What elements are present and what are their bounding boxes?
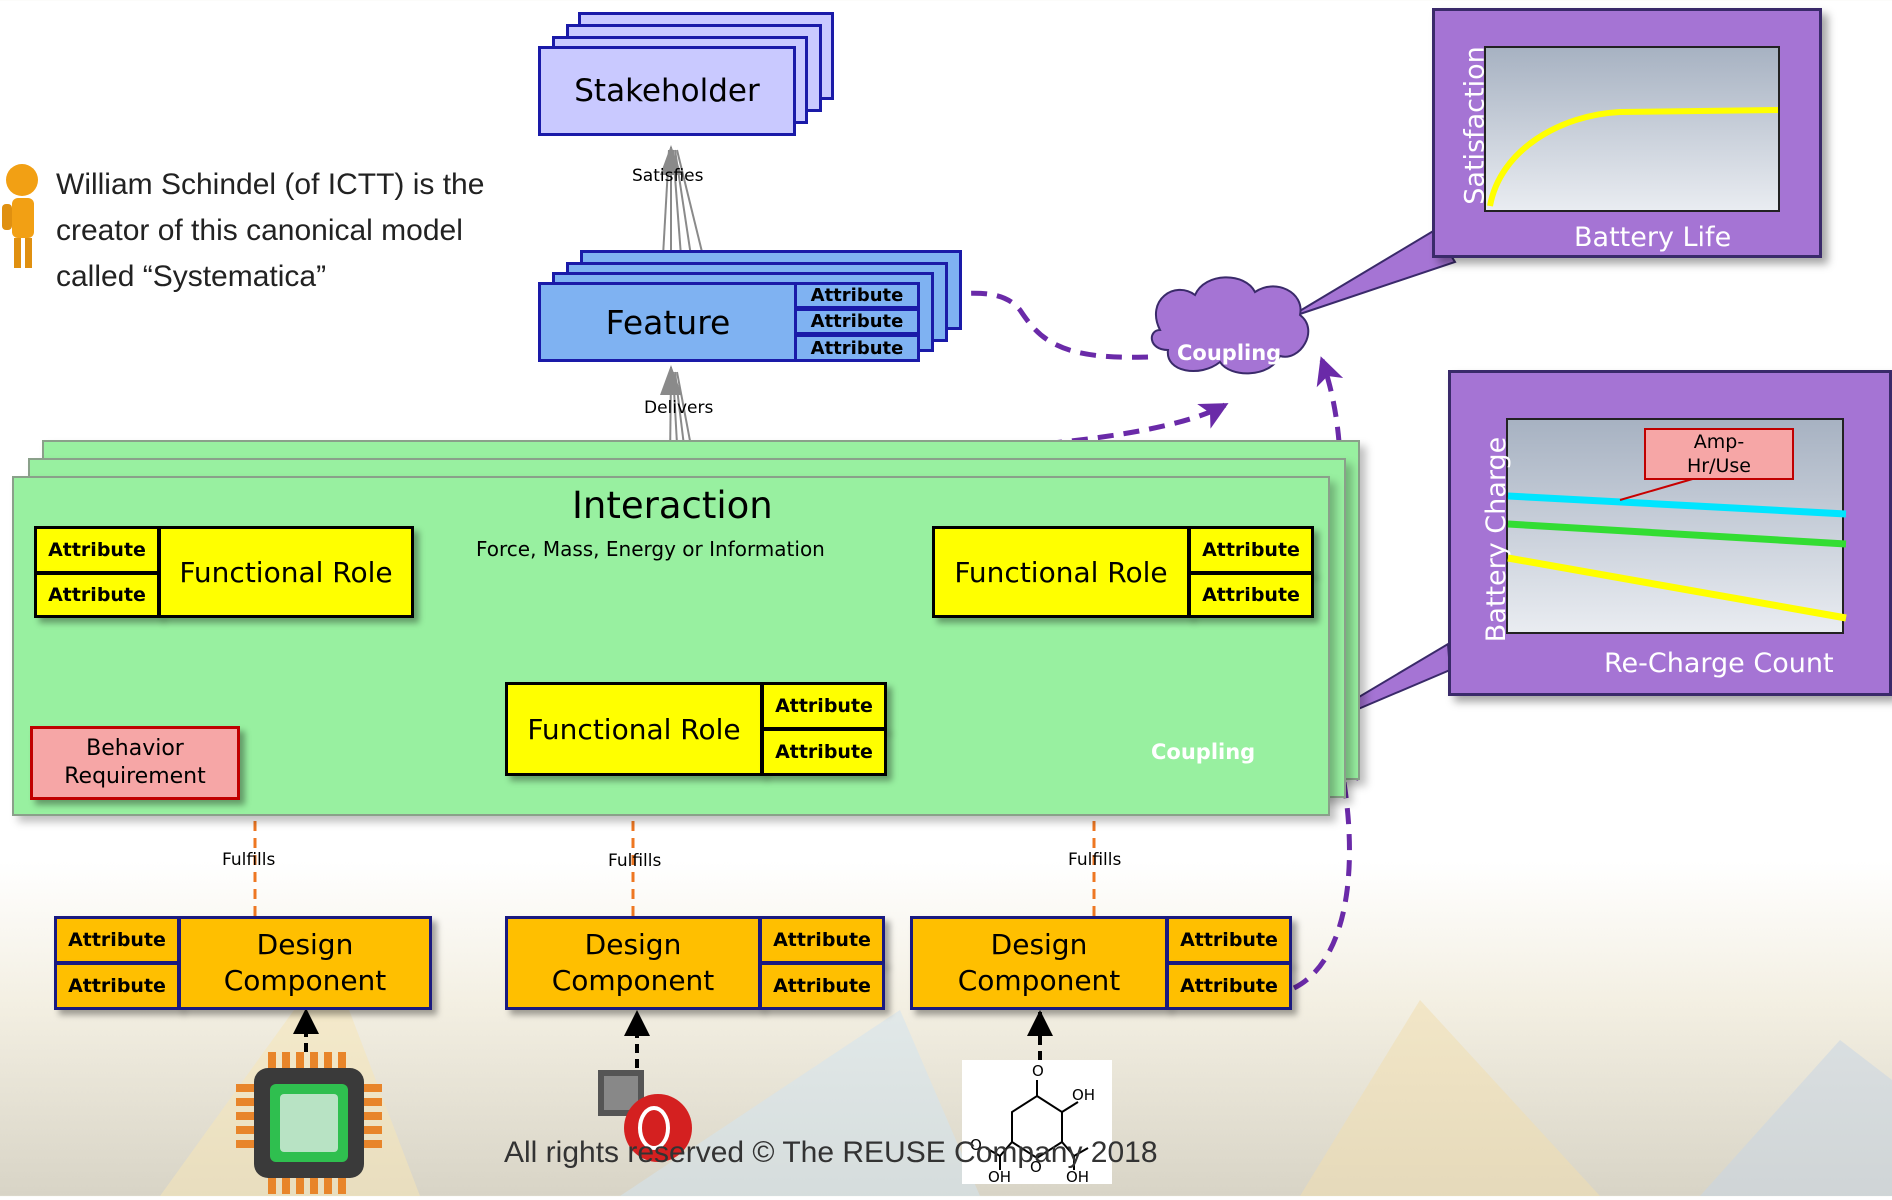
component1-line1: Design bbox=[256, 928, 354, 961]
component1-attribute-2[interactable]: Attribute bbox=[54, 962, 180, 1010]
flow-label: Force, Mass, Energy or Information bbox=[476, 537, 825, 561]
feature-attribute-1[interactable]: Attribute bbox=[794, 282, 920, 309]
delivers-label: Delivers bbox=[644, 398, 714, 418]
molecule-oh-right: OH bbox=[1072, 1086, 1095, 1104]
fulfills-label-1: Fulfills bbox=[222, 850, 276, 870]
battery-xlabel: Re-Charge Count bbox=[1604, 648, 1834, 679]
molecule-o-ring: O bbox=[1030, 1158, 1042, 1176]
satisfaction-curve bbox=[1487, 107, 1779, 207]
functional-role-right[interactable]: Functional Role bbox=[932, 526, 1190, 618]
role2-attribute-1[interactable]: Attribute bbox=[1188, 526, 1314, 574]
stakeholder-label: Stakeholder bbox=[574, 73, 760, 109]
component3-line2: Component bbox=[957, 964, 1121, 997]
behavior-requirement[interactable]: Behavior Requirement bbox=[30, 726, 240, 800]
satisfaction-xlabel: Battery Life bbox=[1574, 222, 1732, 253]
component3-line1: Design bbox=[990, 928, 1088, 961]
component1-line2: Component bbox=[223, 964, 387, 997]
fulfills-label-3: Fulfills bbox=[1068, 850, 1122, 870]
component2-attribute-1[interactable]: Attribute bbox=[759, 916, 885, 964]
design-component-2[interactable]: Design Component bbox=[505, 916, 761, 1010]
footer-copyright: All rights reserved © The REUSE Company … bbox=[504, 1136, 1158, 1169]
satisfies-label: Satisfies bbox=[632, 166, 704, 186]
satisfaction-plot-area bbox=[1484, 46, 1780, 212]
fulfills-label-2: Fulfills bbox=[608, 851, 662, 871]
coupling-cloud-top bbox=[1150, 276, 1310, 375]
interaction-title: Interaction bbox=[572, 484, 773, 527]
design-component-3[interactable]: Design Component bbox=[910, 916, 1168, 1010]
molecule-o-top: O bbox=[1032, 1062, 1044, 1080]
role3-attribute-1[interactable]: Attribute bbox=[761, 682, 887, 730]
feature-box[interactable]: Feature bbox=[538, 282, 798, 362]
functional-role-left[interactable]: Functional Role bbox=[158, 526, 414, 618]
component2-line2: Component bbox=[551, 964, 715, 997]
callout-line1: Amp- bbox=[1693, 431, 1745, 453]
emergency-stop-icon bbox=[596, 1066, 696, 1166]
battery-lines bbox=[1507, 477, 1847, 622]
coupling-label-top: Coupling bbox=[1177, 341, 1282, 365]
chip-icon bbox=[234, 1050, 384, 1196]
component3-attribute-1[interactable]: Attribute bbox=[1166, 916, 1292, 964]
feature-label: Feature bbox=[605, 302, 731, 342]
molecule-oh-bottom-left: OH bbox=[988, 1168, 1011, 1184]
functional-role-middle[interactable]: Functional Role bbox=[505, 682, 763, 776]
design-component-1[interactable]: Design Component bbox=[178, 916, 432, 1010]
molecule-o-left: O bbox=[970, 1136, 982, 1154]
component2-attribute-2[interactable]: Attribute bbox=[759, 962, 885, 1010]
component3-attribute-2[interactable]: Attribute bbox=[1166, 962, 1292, 1010]
coupling-label-bottom: Coupling bbox=[1151, 740, 1256, 764]
role1-attribute-1[interactable]: Attribute bbox=[34, 526, 160, 574]
role1-attribute-2[interactable]: Attribute bbox=[34, 572, 160, 618]
callout-line2: Hr/Use bbox=[1687, 455, 1751, 477]
role2-attribute-2[interactable]: Attribute bbox=[1188, 572, 1314, 618]
feature-attribute-2[interactable]: Attribute bbox=[794, 308, 920, 335]
note-text: William Schindel (of ICTT) is the creato… bbox=[56, 168, 485, 293]
stakeholder-box[interactable]: Stakeholder bbox=[538, 46, 796, 136]
component2-line1: Design bbox=[584, 928, 682, 961]
behavior-line1: Behavior bbox=[86, 736, 184, 761]
functional-role-right-label: Functional Role bbox=[954, 555, 1168, 589]
feature-attribute-3[interactable]: Attribute bbox=[794, 334, 920, 362]
molecule-image: O OH O O OH OH bbox=[962, 1060, 1112, 1186]
functional-role-middle-label: Functional Role bbox=[527, 712, 741, 746]
functional-role-left-label: Functional Role bbox=[179, 555, 393, 589]
amp-hr-callout: Amp- Hr/Use bbox=[1644, 428, 1794, 480]
role3-attribute-2[interactable]: Attribute bbox=[761, 728, 887, 776]
component1-attribute-1[interactable]: Attribute bbox=[54, 916, 180, 964]
behavior-line2: Requirement bbox=[64, 764, 206, 789]
molecule-oh-bottom-right: OH bbox=[1066, 1168, 1089, 1184]
person-icon bbox=[0, 162, 40, 272]
